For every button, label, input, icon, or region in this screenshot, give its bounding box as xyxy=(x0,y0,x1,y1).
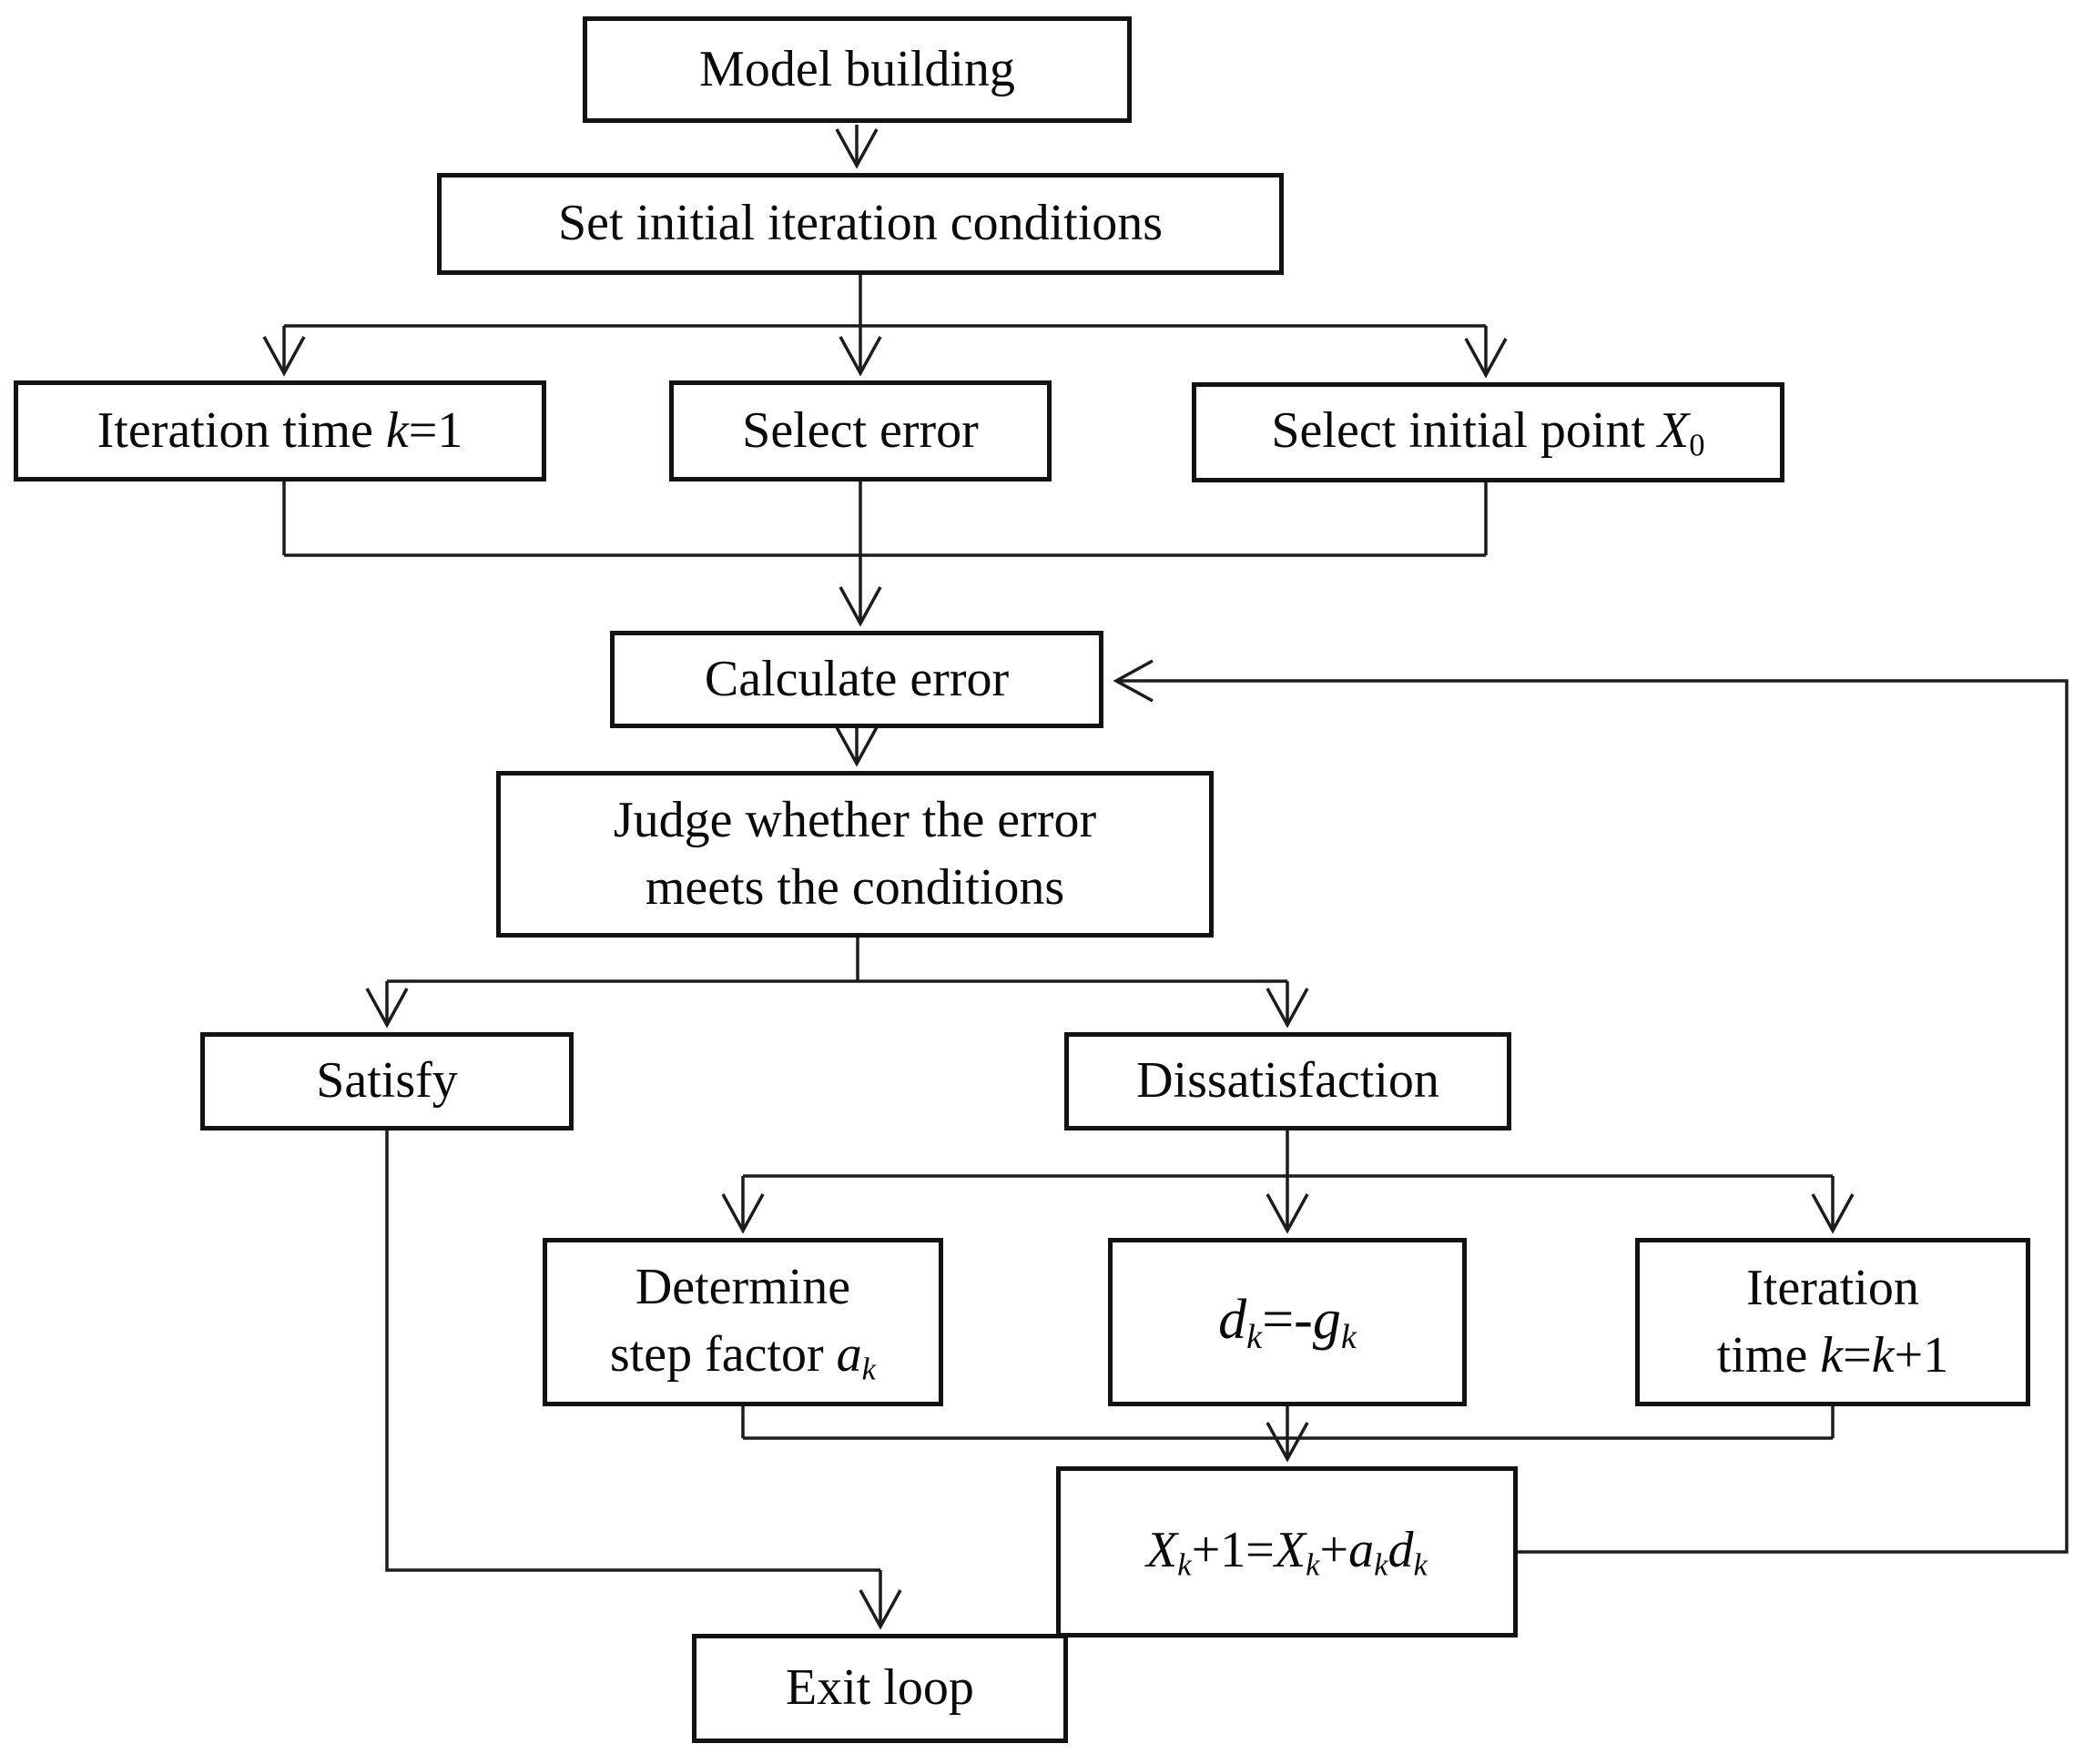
node-label-line: Dissatisfaction xyxy=(1136,1052,1439,1110)
node-iteration-time-k-1: Iteration time k=1 xyxy=(14,380,546,482)
node-label-line: meets the conditions xyxy=(645,858,1065,916)
node-label-line: Determine xyxy=(635,1258,851,1315)
node-label-line: Select initial point X0 xyxy=(1271,402,1705,463)
node-label-line: Model building xyxy=(699,40,1015,97)
node-label-line: time k=k+1 xyxy=(1716,1326,1949,1384)
node-judge-error-conditions: Judge whether the error meets the conditi… xyxy=(496,771,1214,938)
node-satisfy: Satisfy xyxy=(200,1032,574,1130)
node-label-line: Satisfy xyxy=(316,1052,458,1110)
node-label-line: Select error xyxy=(742,401,979,459)
node-label-line: Xk+1=Xk+akdk xyxy=(1146,1522,1428,1583)
node-model-building: Model building xyxy=(583,16,1132,123)
node-label-line: dk=-gk xyxy=(1218,1289,1357,1356)
node-determine-step-factor: Determine step factor ak xyxy=(543,1238,943,1406)
node-iteration-time-k-plus-1: Iteration time k=k+1 xyxy=(1635,1238,2030,1406)
node-label-line: Exit loop xyxy=(786,1659,974,1717)
node-label-line: Calculate error xyxy=(704,650,1010,707)
node-label-line: Judge whether the error xyxy=(613,791,1097,848)
node-set-initial-iteration-conditions: Set initial iteration conditions xyxy=(437,173,1284,275)
node-exit-loop: Exit loop xyxy=(692,1634,1068,1743)
node-label-line: step factor ak xyxy=(609,1325,877,1387)
line-feedback-loop xyxy=(1113,659,2069,1554)
node-dk-equals-minus-gk: dk=-gk xyxy=(1108,1238,1467,1406)
node-select-error: Select error xyxy=(669,380,1052,482)
node-select-initial-point-x0: Select initial point X0 xyxy=(1192,382,1784,482)
line-satisfy-to-exit xyxy=(385,1130,880,1572)
node-label-line: Set initial iteration conditions xyxy=(557,195,1164,252)
node-xk-update-equation: Xk+1=Xk+akdk xyxy=(1056,1466,1518,1637)
node-label-line: Iteration xyxy=(1746,1259,1919,1316)
node-calculate-error: Calculate error xyxy=(610,631,1103,728)
node-label-line: Iteration time k=1 xyxy=(97,401,463,459)
node-dissatisfaction: Dissatisfaction xyxy=(1064,1032,1511,1130)
